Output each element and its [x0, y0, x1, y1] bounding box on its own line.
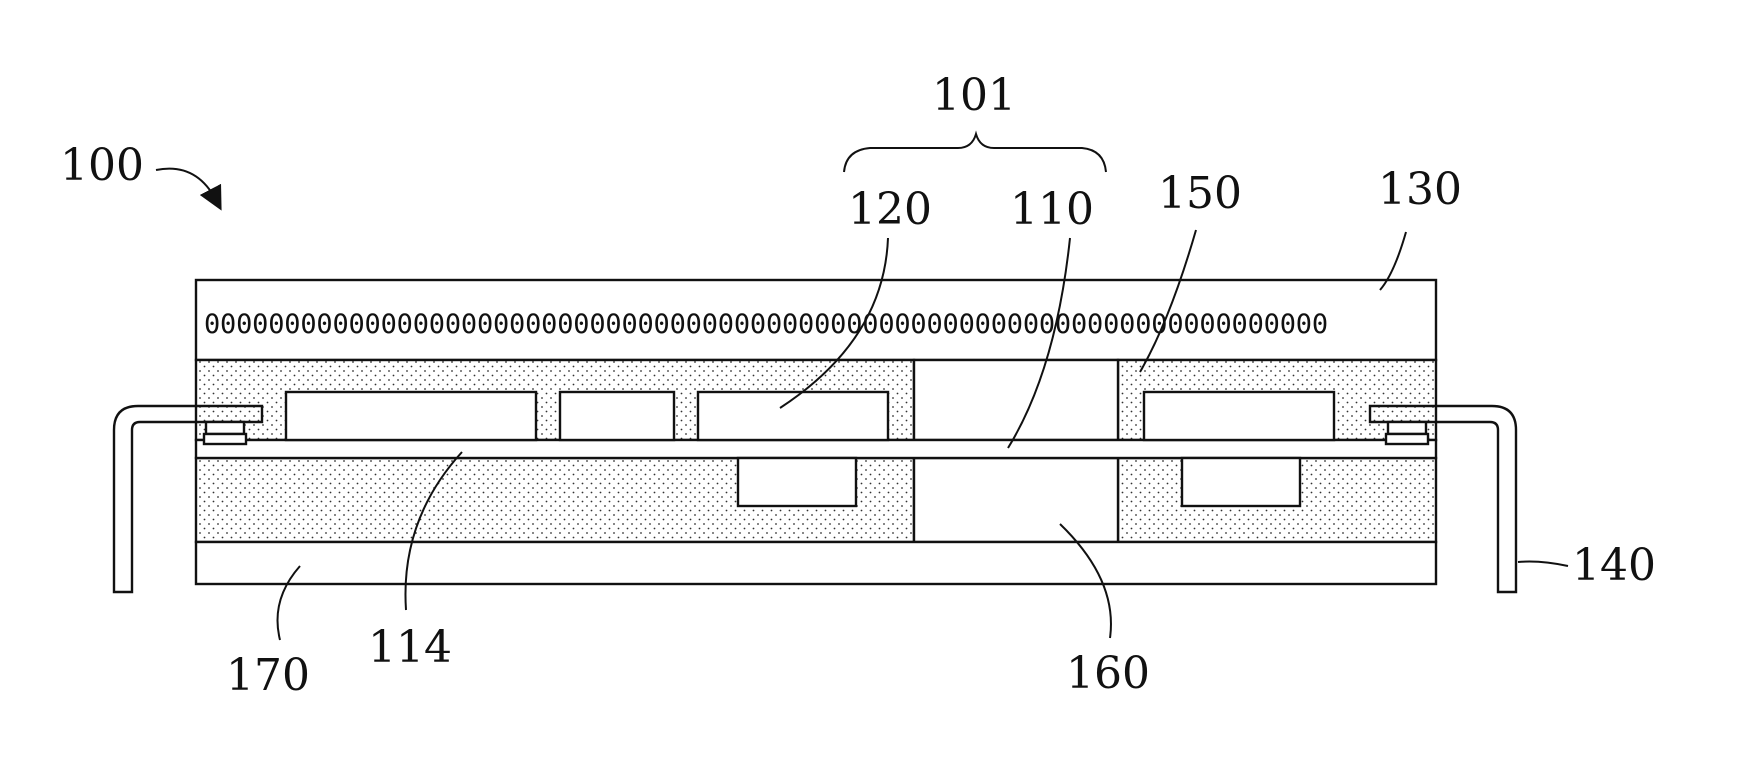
label-140: 140 — [1572, 540, 1656, 591]
solder-pad-left-top — [206, 422, 244, 434]
label-150: 150 — [1158, 168, 1242, 219]
bottom-component-right — [1182, 458, 1300, 506]
solder-pad-right-bottom — [1386, 434, 1428, 444]
upper-window — [914, 360, 1118, 440]
bottom-layer-170 — [196, 542, 1436, 584]
label-170: 170 — [226, 650, 310, 701]
top-component-right — [1144, 392, 1334, 440]
label-100: 100 — [60, 140, 144, 191]
leader-140 — [1518, 562, 1568, 567]
label-120: 120 — [848, 184, 932, 235]
brace-101 — [844, 134, 1106, 172]
label-101: 101 — [932, 70, 1016, 121]
top-component-2 — [560, 392, 674, 440]
label-160: 160 — [1066, 648, 1150, 699]
solder-pad-right-top — [1388, 422, 1426, 434]
top-component-1 — [286, 392, 536, 440]
arrow-100 — [156, 169, 216, 200]
solder-pad-left-bottom — [204, 434, 246, 444]
lower-window-160 — [914, 458, 1118, 542]
substrate-110 — [196, 440, 1436, 458]
label-114: 114 — [368, 622, 452, 673]
label-130: 130 — [1378, 164, 1462, 215]
label-110: 110 — [1010, 184, 1094, 235]
bottom-component-left — [738, 458, 856, 506]
